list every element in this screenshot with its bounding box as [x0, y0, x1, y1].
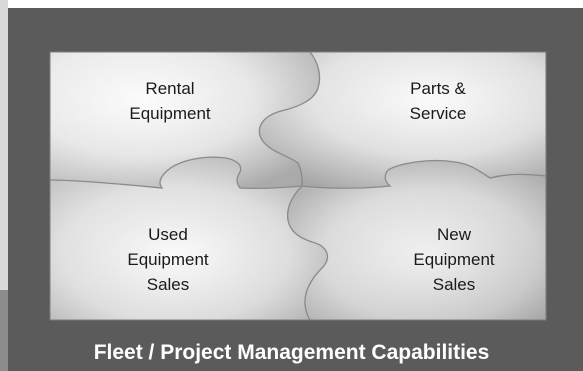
- label-parts-service: Parts & Service: [409, 79, 467, 123]
- puzzle-border: [49, 51, 547, 321]
- seam-horizontal: [49, 156, 547, 190]
- footer-title: Fleet / Project Management Capabilities: [93, 341, 490, 364]
- puzzle-seams: [49, 51, 547, 321]
- label-rental-equipment: Rental Equipment: [129, 79, 211, 123]
- puzzle-pieces: [50, 52, 546, 320]
- label-used-equipment-sales: Used Equipment Sales: [127, 225, 209, 294]
- label-new-equipment-sales: New Equipment Sales: [413, 225, 495, 294]
- left-edge-strip: [0, 0, 8, 371]
